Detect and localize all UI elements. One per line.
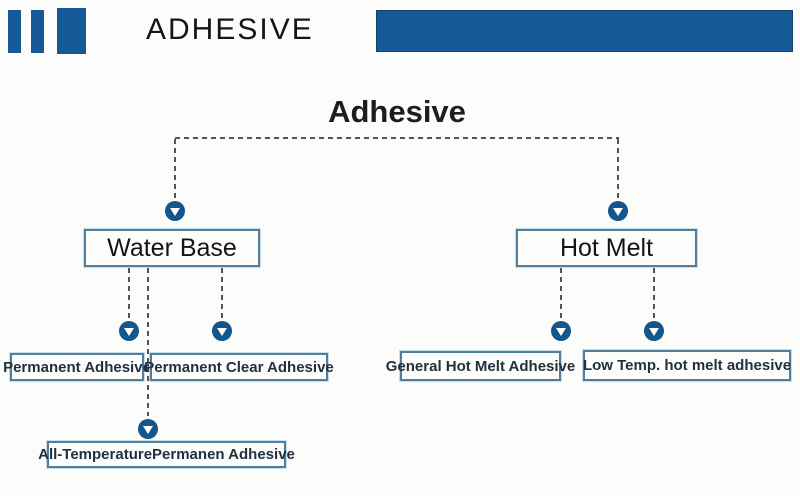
brand-bar-icon	[8, 10, 21, 53]
brand-bar-icon	[31, 10, 44, 53]
connector-hot-to-general	[560, 268, 562, 318]
connector-root-horizontal	[175, 137, 619, 139]
diagram-root-label: Adhesive	[328, 94, 466, 129]
arrow-down-circle-icon	[551, 321, 571, 341]
down-triangle-icon	[170, 207, 180, 216]
branch-box-water-base: Water Base	[84, 229, 260, 267]
down-triangle-icon	[613, 207, 623, 216]
leaf-box-low-temp-hot-melt-adhesive: Low Temp. hot melt adhesive	[583, 350, 791, 381]
down-triangle-icon	[124, 327, 134, 336]
header-accent-band	[376, 10, 793, 52]
down-triangle-icon	[217, 327, 227, 336]
header-title: ADHESIVE	[146, 13, 314, 46]
connector-root-to-water-base	[174, 139, 176, 199]
leaf-box-permanent-clear-adhesive: Permanent Clear Adhesive	[144, 353, 334, 381]
branch-box-hot-melt: Hot Melt	[516, 229, 697, 267]
leaf-box-permanent-adhesive: Permanent Adhesive	[3, 353, 151, 381]
leaf-box-general-hot-melt-adhesive: General Hot Melt Adhesive	[386, 351, 575, 381]
arrow-down-circle-icon	[608, 201, 628, 221]
connector-water-to-all-temperature	[147, 268, 149, 416]
down-triangle-icon	[556, 327, 566, 336]
arrow-down-circle-icon	[165, 201, 185, 221]
connector-water-to-permanent-clear	[221, 268, 223, 318]
leaf-box-all-temperature-permanent-adhesive: All-TemperaturePermanen Adhesive	[38, 441, 295, 468]
connector-hot-to-low-temp	[653, 268, 655, 318]
arrow-down-circle-icon	[644, 321, 664, 341]
down-triangle-icon	[649, 327, 659, 336]
connector-root-to-hot-melt	[617, 139, 619, 199]
connector-water-to-permanent	[128, 268, 130, 318]
brand-bar-icon	[57, 8, 86, 54]
arrow-down-circle-icon	[212, 321, 232, 341]
arrow-down-circle-icon	[138, 419, 158, 439]
down-triangle-icon	[143, 425, 153, 434]
arrow-down-circle-icon	[119, 321, 139, 341]
